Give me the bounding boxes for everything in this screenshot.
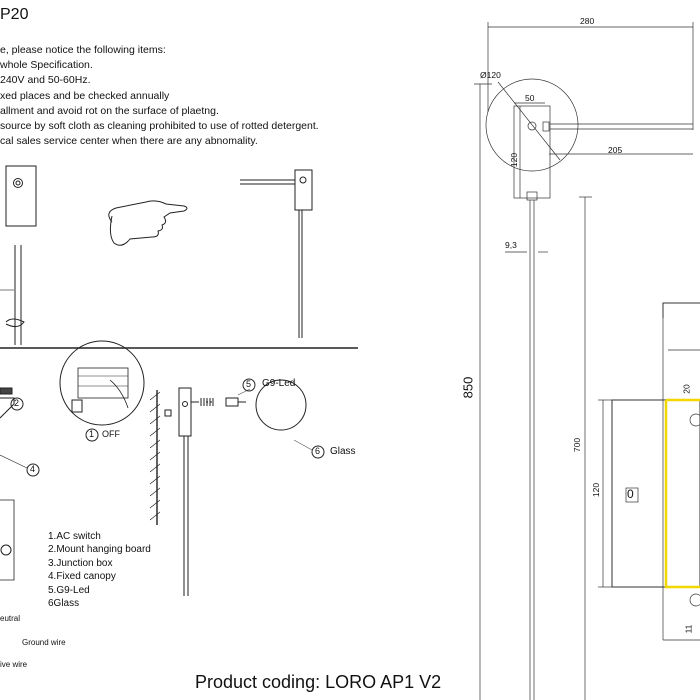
neutral-wire-label: eutral — [0, 614, 21, 623]
dim-diameter: Ø120 — [480, 70, 501, 80]
dim-box-120: 120 — [591, 482, 602, 498]
parts-item: 3.Junction box — [48, 558, 113, 569]
instruction-line: whole Specification. — [0, 59, 93, 71]
dim-11: 11 — [683, 624, 694, 634]
callout-6: 6 — [315, 446, 321, 456]
product-coding: Product coding: LORO AP1 V2 — [195, 672, 442, 692]
parts-item: 1.AC switch — [48, 531, 101, 542]
callout-off-label: OFF — [102, 429, 120, 439]
callout-glass-label: Glass — [330, 446, 356, 457]
parts-item: 6Glass — [48, 598, 80, 609]
ground-wire-label: Ground wire — [22, 638, 66, 647]
pointing-hand — [108, 200, 188, 246]
mount-plate — [5, 165, 37, 227]
live-wire-label: ive wire — [0, 660, 28, 669]
instruction-line: cal sales service center when there are … — [0, 135, 258, 147]
instruction-line: source by soft cloth as cleaning prohibi… — [0, 120, 319, 132]
instruction-line: xed places and be checked annually — [0, 90, 170, 102]
dim-280: 280 — [580, 16, 595, 26]
callout-5: 5 — [246, 379, 252, 389]
dim-rod-diameter: 9,3 — [505, 240, 517, 250]
dim-canopy-120: 120 — [509, 152, 520, 168]
dim-205: 205 — [608, 145, 623, 155]
box-symbol: 0 — [627, 487, 634, 501]
parts-item: 5.G9-Led — [48, 585, 90, 596]
parts-item: 4.Fixed canopy — [48, 571, 116, 582]
callout-4: 4 — [30, 464, 36, 474]
dim-20: 20 — [681, 384, 692, 394]
callout-2: 2 — [14, 398, 20, 408]
instruction-line: allment and avoid rot on the surface of … — [0, 105, 219, 117]
dim-850: 850 — [460, 376, 476, 399]
callout-g9-label: G9-Led — [262, 378, 296, 389]
dim-50: 50 — [525, 93, 535, 103]
page-title: P20 — [0, 6, 29, 23]
dim-700: 700 — [572, 437, 583, 453]
instruction-line: 240V and 50-60Hz. — [0, 74, 91, 86]
instruction-line: e, please notice the following items: — [0, 44, 166, 56]
parts-item: 2.Mount hanging board — [48, 544, 151, 555]
callout-1: 1 — [89, 429, 95, 439]
